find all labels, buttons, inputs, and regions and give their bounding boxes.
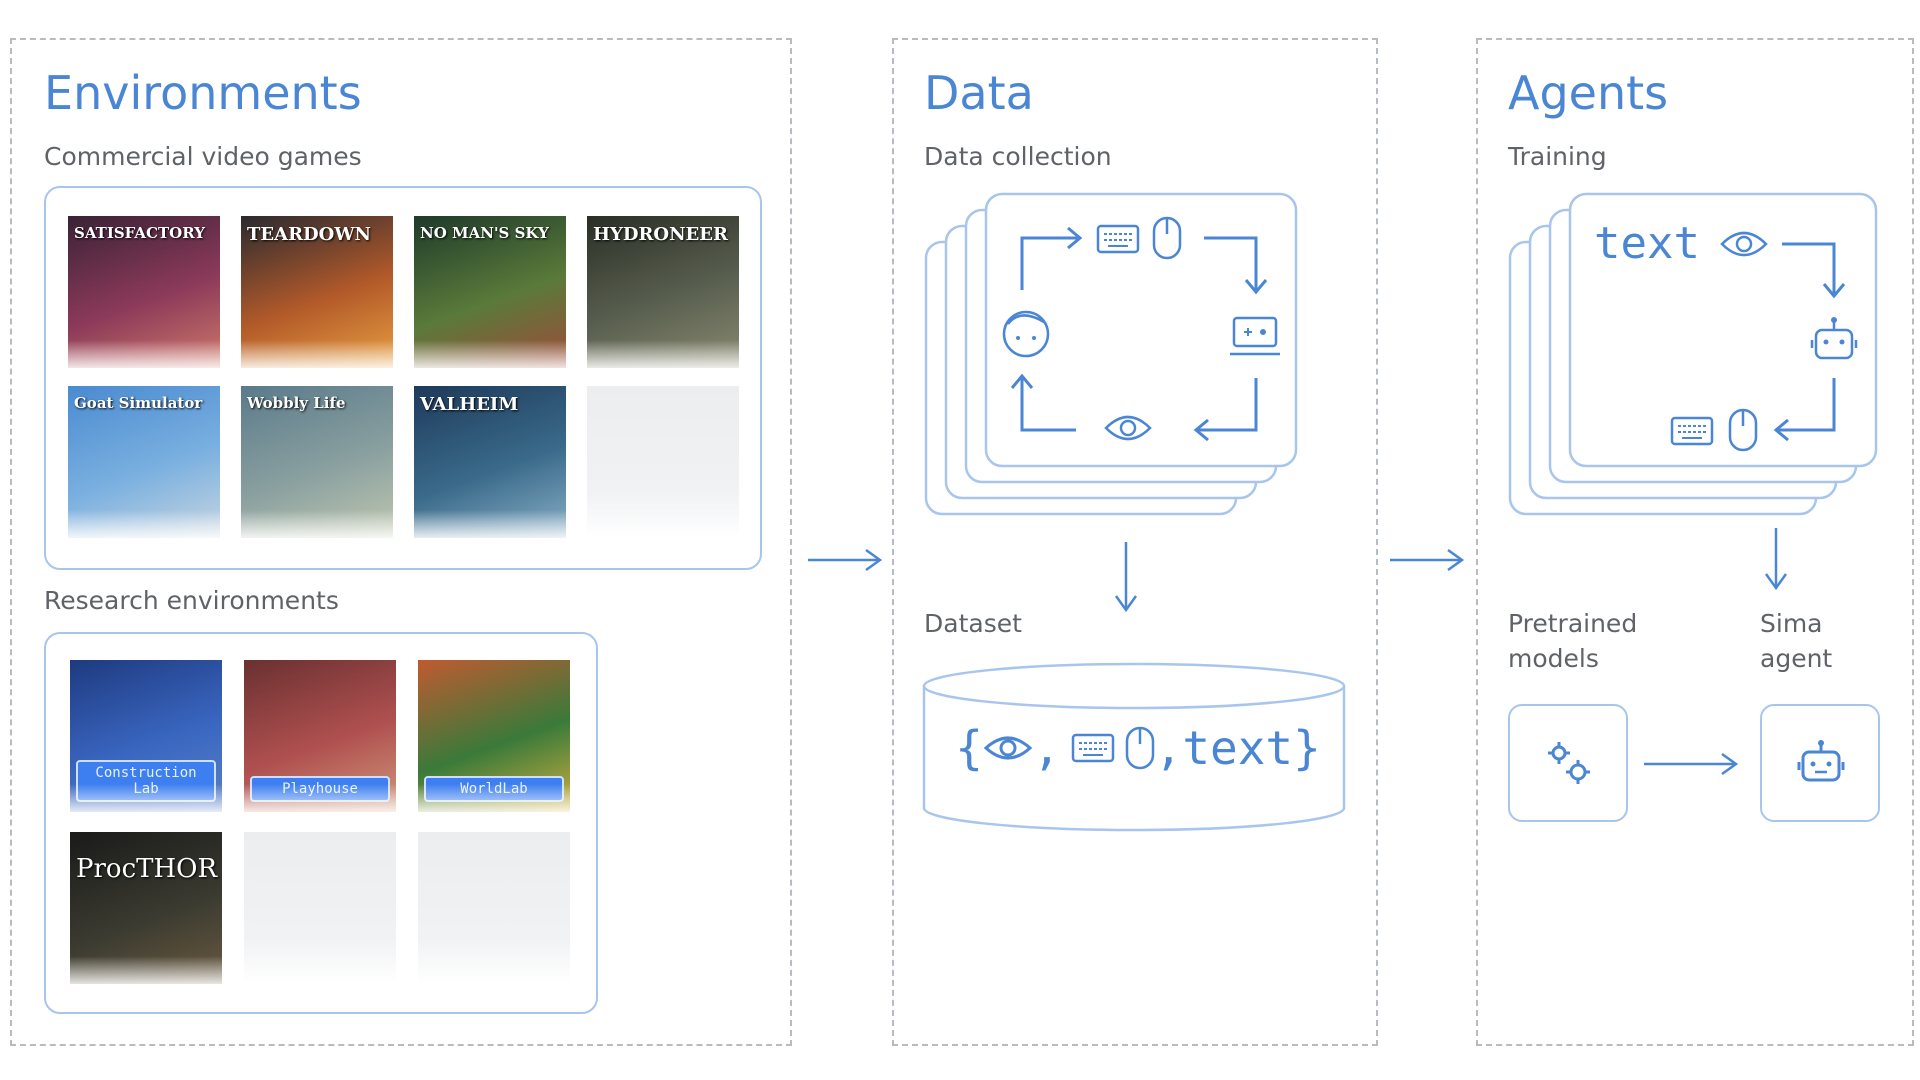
dataset-comma: , [1032,721,1061,775]
empty-thumbnail [418,832,570,984]
pretrained-models-label: Pretrained models [1508,606,1637,676]
commercial-games-heading: Commercial video games [44,142,362,171]
arrow-down-icon [1114,542,1138,613]
research-env-thumbnail: Playhouse [244,660,396,812]
eye-icon [1720,231,1768,257]
game-thumbnail: VALHEIM [414,386,566,538]
eye-icon [1104,415,1152,441]
dataset-label: Dataset [924,609,1022,638]
game-thumbnail: HYDRONEER [587,216,739,368]
mouse-icon [1728,408,1758,452]
robot-icon [1797,740,1845,782]
pretrained-label-line-2: models [1508,644,1599,673]
data-collection-label: Data collection [924,142,1112,171]
sima-label-line-2: agent [1760,644,1833,673]
research-env-thumbnail: ProcTHOR [70,832,222,984]
sima-agent-box [1760,704,1880,822]
arrow-right-icon [1644,752,1739,776]
research-environments-heading: Research environments [44,586,339,615]
eye-icon [983,736,1033,760]
robot-icon [1810,317,1858,360]
pretrained-label-line-1: Pretrained [1508,609,1638,638]
research-env-thumbnail: Construction Lab [70,660,222,812]
game-title: Wobbly Life [247,394,346,412]
sima-label-line-1: Sima [1760,609,1823,638]
research-env-title: ProcTHOR [76,854,218,884]
data-collection-cycle [1002,216,1280,442]
arrow-right-icon [1390,548,1465,572]
empty-thumbnail [587,386,739,538]
research-env-badge: Construction Lab [76,760,216,802]
game-thumbnail: Wobbly Life [241,386,393,538]
gears-icon [1548,742,1590,784]
dataset-text-word: text [1182,721,1294,775]
dataset-contents: { , , text } [948,718,1328,778]
environments-panel [10,38,792,1046]
research-env-badge: WorldLab [424,776,564,802]
research-env-badge: Playhouse [250,776,390,802]
mouse-icon [1152,216,1182,260]
arrow-right-icon [808,548,883,572]
training-label: Training [1508,142,1607,171]
keyboard-icon [1071,733,1114,763]
game-title: VALHEIM [420,394,519,415]
training-card-text: text [1594,218,1700,269]
arrow-elbow-icon [1020,236,1078,290]
game-title: HYDRONEER [593,224,728,245]
game-thumbnail: NO MAN'S SKY [414,216,566,368]
game-title: Goat Simulator [74,394,203,412]
game-thumbnail: TEARDOWN [241,216,393,368]
environments-title: Environments [44,66,362,120]
game-screen-icon [1230,316,1280,356]
game-title: TEARDOWN [247,224,371,245]
agents-panel [1476,38,1914,1046]
dataset-comma: , [1154,721,1183,775]
empty-thumbnail [244,832,396,984]
game-title: NO MAN'S SKY [420,224,549,242]
face-icon [1002,310,1050,358]
research-env-thumbnail: WorldLab [418,660,570,812]
mouse-icon [1125,726,1154,770]
game-thumbnail: SATISFACTORY [68,216,220,368]
game-title: SATISFACTORY [74,224,205,242]
dataset-close-brace: } [1293,721,1321,775]
game-thumbnail: Goat Simulator [68,386,220,538]
agents-title: Agents [1508,66,1669,120]
data-panel [892,38,1378,1046]
keyboard-icon [1670,416,1714,446]
dataset-cylinder [922,662,1346,832]
keyboard-icon [1096,224,1140,254]
sima-agent-label: Sima agent [1760,606,1832,676]
data-title: Data [924,66,1034,120]
pretrained-models-box [1508,704,1628,822]
training-cycle [1670,231,1858,452]
arrow-down-icon [1764,528,1788,591]
training-stack [1508,192,1878,516]
dataset-open-brace: { [955,721,983,775]
